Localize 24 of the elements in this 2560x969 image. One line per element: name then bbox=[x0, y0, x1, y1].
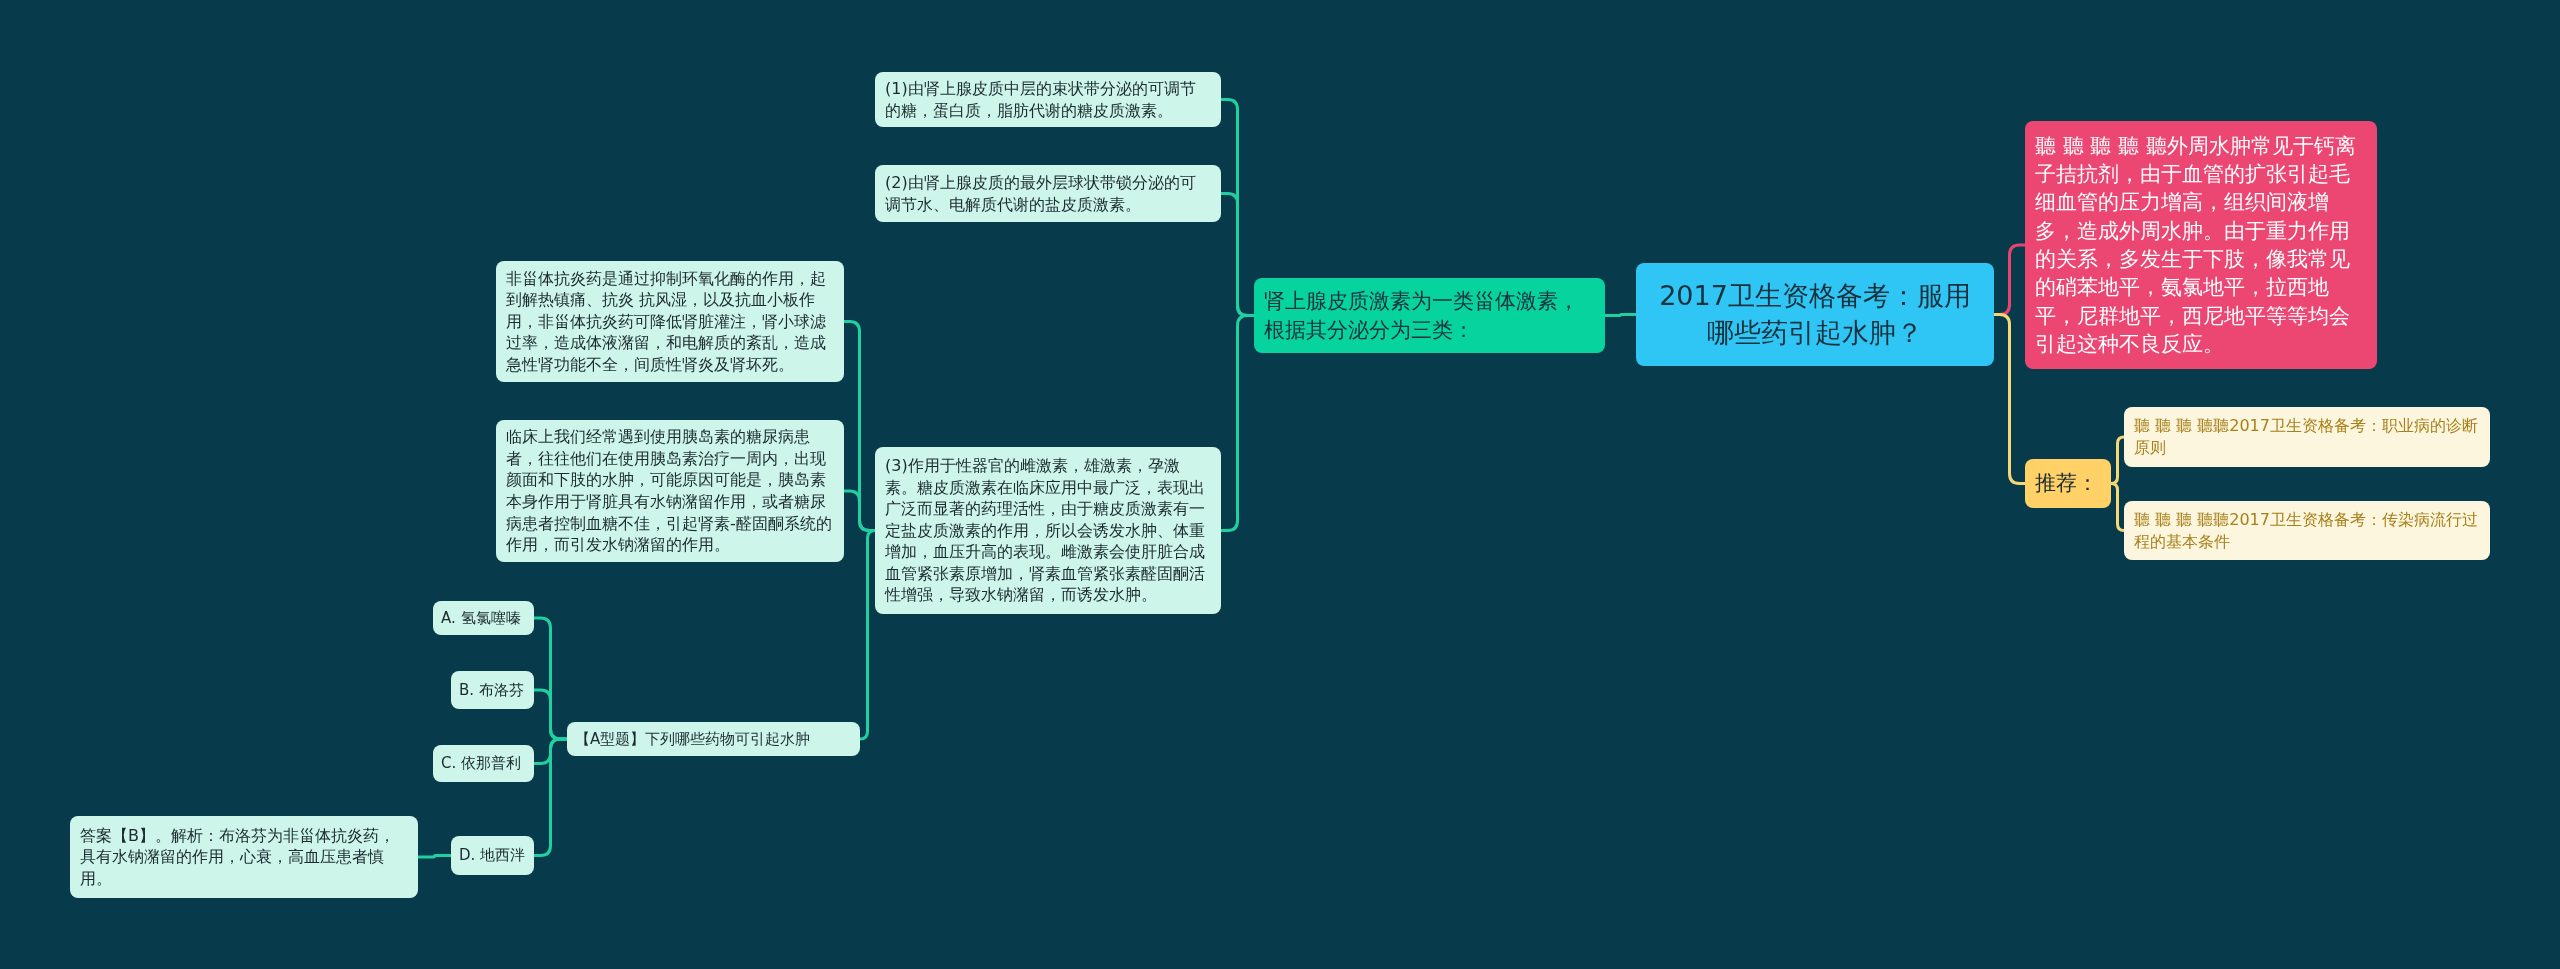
text-box: 【A型题】下列哪些药物可引起水肿 bbox=[567, 722, 860, 756]
connector-line bbox=[534, 737, 567, 857]
text-box: (3)作用于性器官的雌激素，雄激素，孕激素。糖皮质激素在临床应用中最广泛，表现出广泛而显著的药理活性，由于糖皮质激素有一定盐皮质激素的作用，所以会诱发水肿、体重增加，血压升高的表现。雌激素会使肝脏合成血管紧张素原增加，肾素血管紧张素醛固酮活性增强，导致水钠潴留，而诱发水肿。 bbox=[875, 447, 1221, 614]
branch-box: 肾上腺皮质激素为一类甾体激素，根据其分泌分为三类： bbox=[1254, 278, 1605, 353]
connector-line bbox=[2109, 482, 2126, 532]
note-box: 聽 聽 聽 聽 聽外周水肿常见于钙离子拮抗剂，由于血管的扩张引起毛细血管的压力增高，组织间液增多，造成外周水肿。由于重力作用的关系，多发生于下肢，像我常见的硝苯地平，氨氯地平，拉西地平，尼群地平，西尼地平等等均会引起这种不良反应。 bbox=[2025, 121, 2377, 369]
text-box: (1)由肾上腺皮质中层的束状带分泌的可调节的糖，蛋白质，脂肪代谢的糖皮质激素。 bbox=[875, 72, 1221, 127]
connector-line bbox=[1605, 313, 1636, 317]
connector-line bbox=[418, 854, 451, 859]
link-box: 聽 聽 聽 聽聽2017卫生资格备考：传染病流行过程的基本条件 bbox=[2124, 501, 2490, 560]
text-box: D. 地西泮 bbox=[451, 836, 534, 875]
topic-box: 2017卫生资格备考：服用哪些药引起水肿？ bbox=[1636, 263, 1994, 366]
link-box: 聽 聽 聽 聽聽2017卫生资格备考：职业病的诊断原则 bbox=[2124, 407, 2490, 467]
label-box: 推荐： bbox=[2025, 459, 2111, 508]
text-box: C. 依那普利 bbox=[433, 745, 534, 782]
connector-line bbox=[844, 489, 875, 532]
connector-line bbox=[858, 529, 877, 741]
connector-line bbox=[1221, 314, 1254, 532]
text-box: (2)由肾上腺皮质的最外层球状带锁分泌的可调节水、电解质代谢的盐皮质激素。 bbox=[875, 165, 1221, 222]
text-box: 非甾体抗炎药是通过抑制环氧化酶的作用，起到解热镇痛、抗炎 抗风湿，以及抗血小板作用，非甾体抗炎药可降低肾脏灌注，肾小球滤过率，造成体液潴留，和电解质的紊乱，造成急性肾功能不全，间质性肾炎及肾坏死。 bbox=[496, 261, 844, 382]
text-box: A. 氢氯噻嗪 bbox=[433, 601, 534, 635]
text-box: B. 布洛芬 bbox=[451, 671, 534, 709]
text-box: 答案【B】。解析：布洛芬为非甾体抗炎药，具有水钠潴留的作用，心衰，高血压患者慎用。 bbox=[70, 816, 418, 898]
text-box: 临床上我们经常遇到使用胰岛素的糖尿病患者，往往他们在使用胰岛素治疗一周内，出现颜面和下肢的水肿，可能原因可能是，胰岛素本身作用于肾脏具有水钠潴留作用，或者糖尿病患者控制血糖不佳，引起肾素-醛固酮系统的作用，而引发水钠潴留的作用。 bbox=[496, 420, 844, 562]
